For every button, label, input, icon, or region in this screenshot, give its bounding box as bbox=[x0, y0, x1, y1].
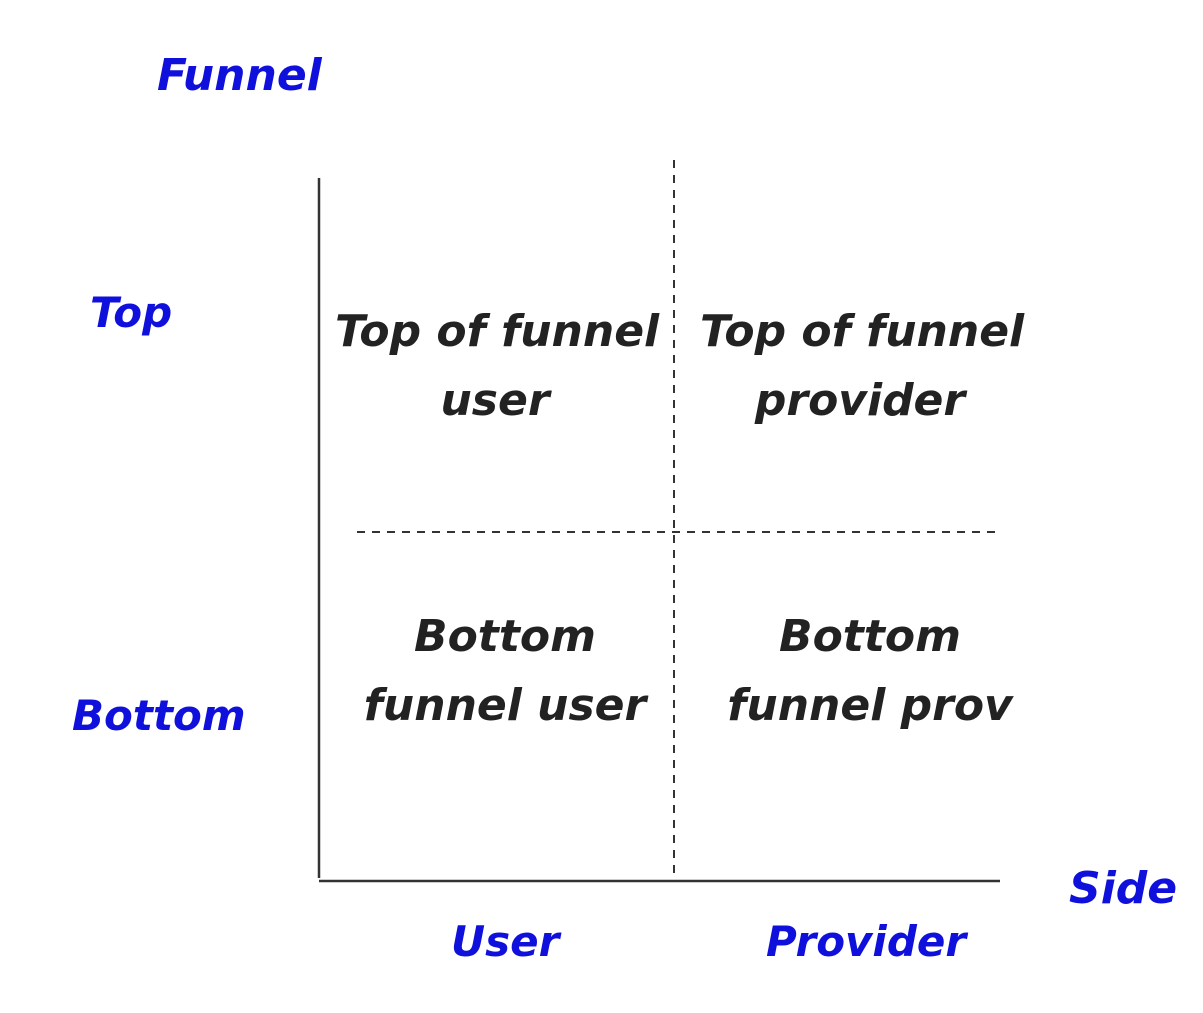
y-axis-title: Funnel bbox=[157, 50, 322, 101]
quadrant-text-line: funnel prov bbox=[727, 680, 1013, 731]
quadrant-text-line: funnel user bbox=[363, 680, 647, 731]
x-tick-provider: Provider bbox=[766, 917, 967, 966]
quadrant-text-line: Bottom bbox=[414, 611, 596, 662]
quadrant-top-left: Top of funnel user bbox=[335, 297, 660, 435]
y-tick-top: Top bbox=[90, 288, 173, 337]
x-tick-user: User bbox=[451, 917, 560, 966]
quadrant-bottom-left: Bottom funnel user bbox=[345, 602, 665, 740]
quadrant-text-line: Bottom bbox=[779, 611, 961, 662]
y-tick-bottom: Bottom bbox=[72, 691, 246, 740]
quadrant-text-line: user bbox=[440, 375, 550, 426]
quadrant-top-right: Top of funnel provider bbox=[700, 297, 1025, 435]
quadrant-text-line: Top of funnel bbox=[335, 306, 660, 357]
quadrant-text-line: provider bbox=[754, 375, 966, 426]
quadrant-bottom-right: Bottom funnel prov bbox=[710, 602, 1030, 740]
quadrant-text-line: Top of funnel bbox=[700, 306, 1025, 357]
x-axis-title: Side bbox=[1069, 863, 1178, 914]
